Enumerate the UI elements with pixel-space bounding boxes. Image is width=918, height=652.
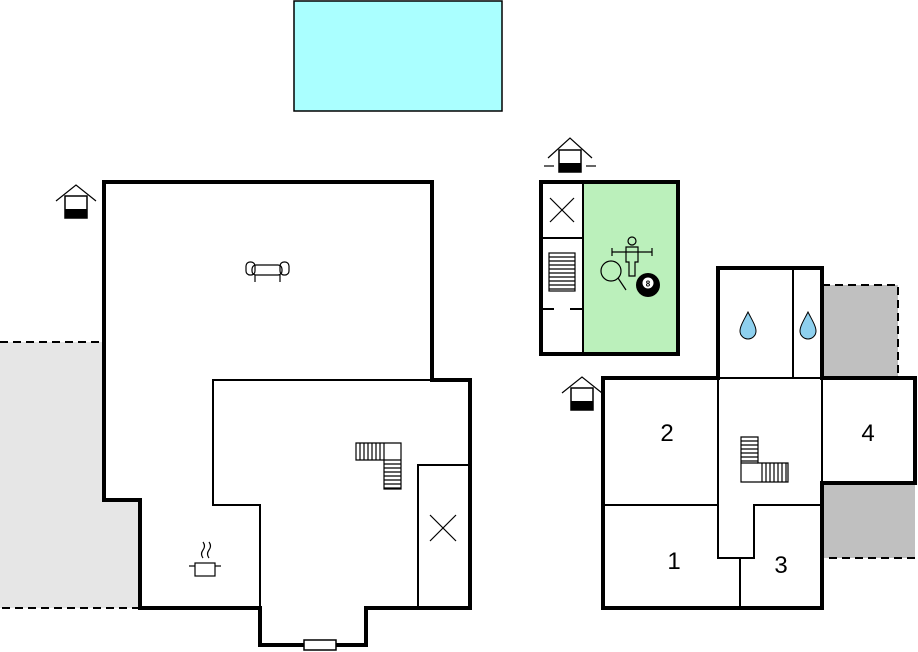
terrace-east-upper — [822, 285, 898, 378]
water-drop-icon — [739, 310, 757, 340]
stairs-icon — [355, 442, 402, 490]
bedroom-4-label: 4 — [861, 420, 874, 447]
table-tennis-icon — [600, 260, 627, 291]
pool — [293, 0, 503, 112]
activity-room-fill — [583, 182, 678, 354]
storage-closet-wall — [417, 464, 470, 608]
terrace-west-outline — [0, 341, 140, 609]
front-door — [303, 639, 337, 651]
storage-cross-icon — [549, 197, 575, 223]
house-entrance-icon — [561, 376, 603, 411]
main-house-outer-wall — [102, 180, 472, 647]
main-house-inner-wall — [212, 379, 432, 608]
billiard-ball-label: 8 — [646, 280, 651, 289]
activity-annex-wall — [539, 180, 680, 356]
house-entrance-icon — [544, 137, 596, 173]
bedroom-3-label: 3 — [774, 552, 787, 579]
house-entrance-icon — [55, 184, 97, 219]
storage-cross-icon — [429, 514, 457, 542]
cooking-pot-icon — [189, 541, 221, 577]
activity-annex: 8 — [539, 180, 680, 356]
terrace-east-lower — [822, 483, 915, 558]
terrace-west — [0, 342, 140, 608]
billiard-ball-icon: 8 — [636, 273, 660, 297]
bedroom-1-label: 1 — [667, 548, 680, 575]
table-football-icon — [611, 236, 653, 277]
sleeping-annex-outer-wall — [601, 266, 917, 610]
stairs-icon — [740, 436, 789, 483]
terrace-east-upper-outline — [822, 284, 899, 378]
bedroom-2-label: 2 — [660, 420, 673, 447]
main-house — [102, 180, 472, 651]
sleeping-annex: 2 4 1 3 — [601, 266, 917, 610]
stairs-icon — [548, 252, 576, 292]
water-drop-icon — [799, 310, 817, 340]
sofa-icon — [245, 261, 290, 282]
